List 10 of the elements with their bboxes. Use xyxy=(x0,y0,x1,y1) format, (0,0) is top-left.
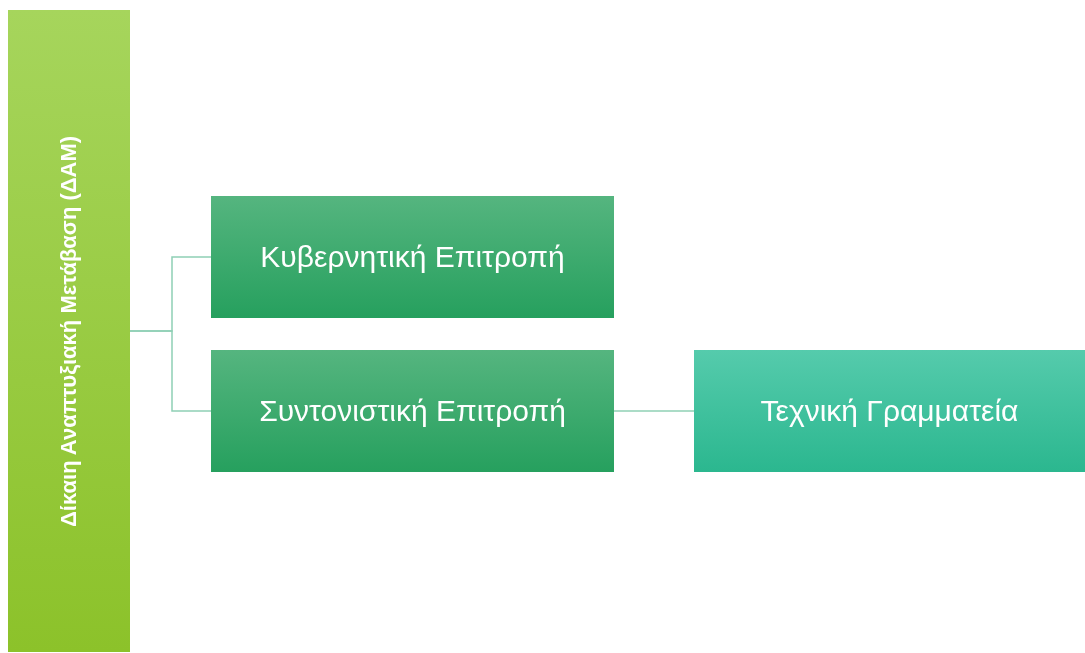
box-label: Κυβερνητική Επιτροπή xyxy=(259,238,566,275)
box-label: Συντονιστική Επιτροπή xyxy=(258,392,567,429)
box-label: Δίκαιη Αναπτυξιακή Μετάβαση (ΔΑΜ) xyxy=(54,134,82,529)
box-label: Τεχνική Γραμματεία xyxy=(759,392,1020,429)
org-box xyxy=(694,350,1085,472)
org-box xyxy=(211,350,614,472)
connector-line xyxy=(613,410,695,412)
title-bar xyxy=(8,10,130,652)
org-box xyxy=(211,196,614,318)
connector-line xyxy=(129,330,212,412)
